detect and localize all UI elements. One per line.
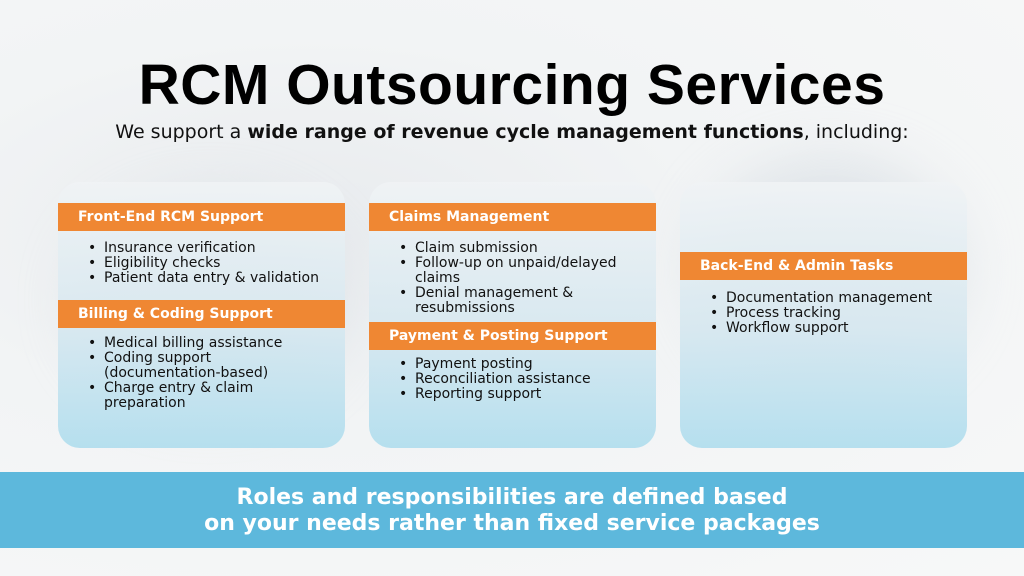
list-item: Medical billing assistance: [88, 336, 308, 352]
list-item: Workflow support: [710, 321, 932, 337]
bullet-list: Medical billing assistance Coding suppor…: [88, 336, 308, 411]
section-heading: Front-End RCM Support: [58, 203, 345, 231]
list-item: Denial management & resubmissions: [399, 286, 639, 316]
list-item: Follow-up on unpaid/delayed claims: [399, 256, 639, 286]
list-item: Payment posting: [399, 357, 591, 373]
card-back-end-admin: Back-End & Admin Tasks Documentation man…: [680, 182, 967, 448]
card-claims-payment: Claims Management Claim submission Follo…: [369, 182, 656, 448]
section-heading: Claims Management: [369, 203, 656, 231]
banner-line: Roles and responsibilities are defined b…: [236, 485, 788, 510]
footer-banner: Roles and responsibilities are defined b…: [0, 472, 1024, 548]
list-item: Process tracking: [710, 306, 932, 322]
list-item: Documentation management: [710, 291, 932, 307]
list-item: Claim submission: [399, 241, 639, 257]
section-heading: Billing & Coding Support: [58, 300, 345, 328]
list-item: Insurance verification: [88, 241, 319, 257]
bullet-list: Documentation management Process trackin…: [710, 291, 932, 337]
section-heading: Back-End & Admin Tasks: [680, 252, 967, 280]
list-item: Reconciliation assistance: [399, 372, 591, 388]
section-heading: Payment & Posting Support: [369, 322, 656, 350]
banner-line: on your needs rather than fixed service …: [204, 511, 820, 536]
bullet-list: Insurance verification Eligibility check…: [88, 241, 319, 287]
list-item: Patient data entry & validation: [88, 271, 319, 287]
list-item: Charge entry & claim preparation: [88, 381, 308, 411]
bullet-list: Payment posting Reconciliation assistanc…: [399, 357, 591, 403]
list-item: Reporting support: [399, 387, 591, 403]
subtitle: We support a wide range of revenue cycle…: [115, 121, 909, 143]
list-item: Coding support (documentation-based): [88, 351, 308, 381]
bullet-list: Claim submission Follow-up on unpaid/del…: [399, 241, 639, 316]
card-front-end-billing: Front-End RCM Support Insurance verifica…: [58, 182, 345, 448]
page-title: RCM Outsourcing Services: [138, 53, 886, 117]
list-item: Eligibility checks: [88, 256, 319, 272]
